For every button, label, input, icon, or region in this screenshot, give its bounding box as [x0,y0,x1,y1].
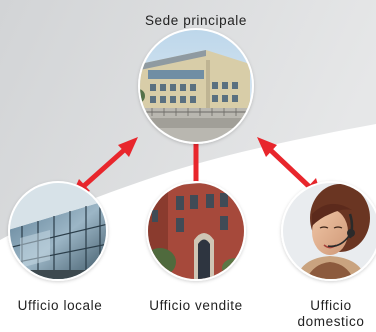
glass-facade-building-photo-icon [8,181,108,281]
home-office-label-line-2: domestico [297,314,365,329]
brick-office-building-photo-icon [146,181,246,281]
local-office-label: Ufficio locale [17,298,103,313]
home-office-label: Ufficio domestico [286,298,376,330]
home-office-label-line-1: Ufficio [310,298,352,313]
person-with-headset-photo-icon [281,181,376,281]
sales-office-label: Ufficio vendite [149,298,243,313]
hub-label: Sede principale [144,13,248,28]
office-building-photo-icon [138,28,254,144]
